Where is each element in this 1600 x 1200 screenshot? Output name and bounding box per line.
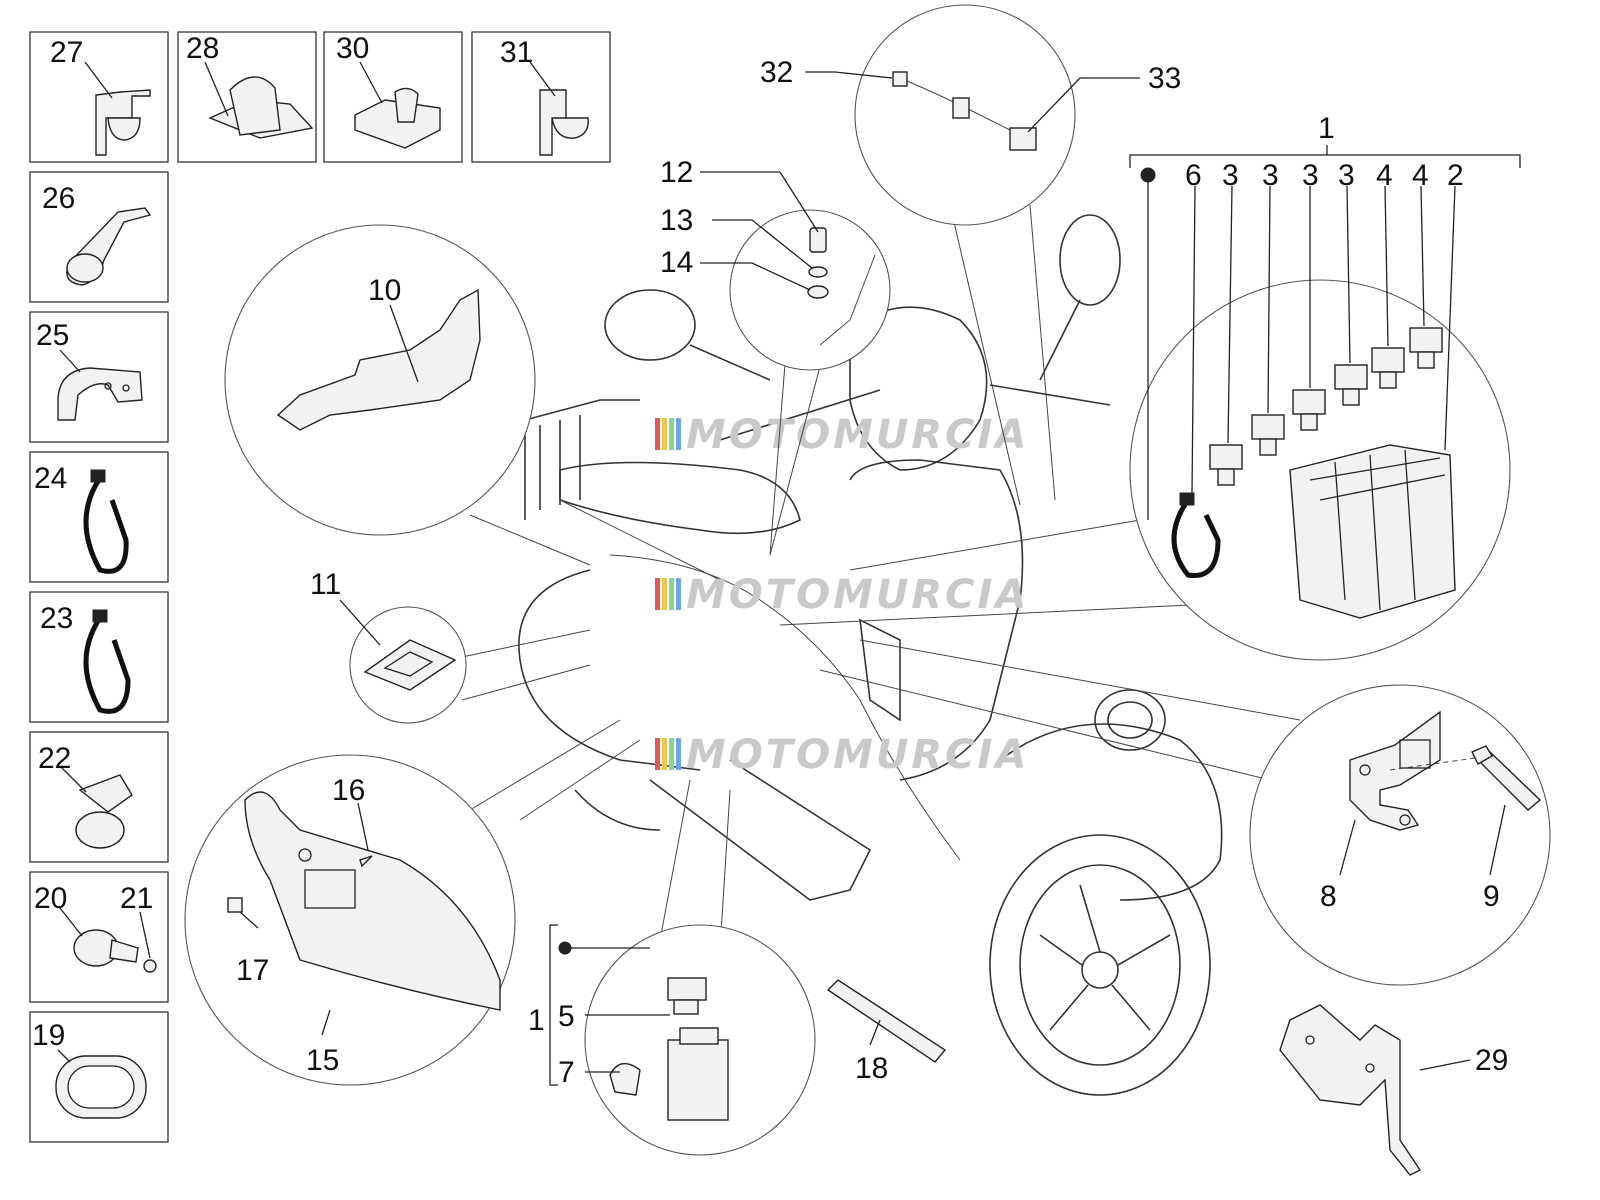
part-box-27[interactable]: 27 xyxy=(29,31,169,163)
callout-8: 8 xyxy=(1320,880,1337,913)
callout-3d: 3 xyxy=(1338,159,1355,192)
callout-15: 15 xyxy=(306,1044,339,1077)
callout-24: 24 xyxy=(34,462,67,495)
callout-13: 13 xyxy=(660,204,693,237)
callout-5: 5 xyxy=(558,1000,575,1033)
part-box-24[interactable]: 24 xyxy=(29,451,169,583)
callout-25: 25 xyxy=(36,319,69,352)
callout-28: 28 xyxy=(186,32,219,65)
callout-1-top: 1 xyxy=(1318,112,1335,145)
detail-circle-fusebox-1-6[interactable]: 1 6 3 3 3 3 4 xyxy=(779,112,1521,661)
callout-32: 32 xyxy=(760,56,793,89)
watermark-text: MOTOMURCIA xyxy=(686,732,1029,778)
callout-17: 17 xyxy=(236,954,269,987)
detail-circle-relay-5-7[interactable]: 1 5 7 xyxy=(528,779,816,1156)
part-box-23[interactable]: 23 xyxy=(29,591,169,723)
detail-circle-cover-15[interactable]: 16 17 15 xyxy=(184,719,641,1086)
callout-26: 26 xyxy=(42,182,75,215)
detail-circle-screw-12-14[interactable]: 12 13 14 xyxy=(660,156,891,556)
callout-20: 20 xyxy=(34,882,67,915)
callout-2: 2 xyxy=(1447,159,1464,192)
callout-14: 14 xyxy=(660,246,693,279)
callout-21: 21 xyxy=(120,882,153,915)
callout-10: 10 xyxy=(368,274,401,307)
callout-22: 22 xyxy=(38,742,71,775)
callout-3b: 3 xyxy=(1262,159,1279,192)
callout-3c: 3 xyxy=(1302,159,1319,192)
detail-circle-bracket-8-9[interactable]: 8 9 xyxy=(819,639,1551,986)
callout-31: 31 xyxy=(500,36,533,69)
callout-29: 29 xyxy=(1475,1044,1508,1077)
callout-19: 19 xyxy=(32,1019,65,1052)
part-box-30[interactable]: 30 xyxy=(323,31,463,163)
part-box-28[interactable]: 28 xyxy=(177,31,317,163)
callout-6: 6 xyxy=(1185,159,1202,192)
watermark-bottom: MOTOMURCIA xyxy=(655,732,1029,778)
callout-4a: 4 xyxy=(1376,159,1393,192)
callout-4b: 4 xyxy=(1412,159,1429,192)
callout-1-bottom: 1 xyxy=(528,1004,545,1037)
part-18-tape[interactable]: 18 xyxy=(826,979,947,1085)
callout-18: 18 xyxy=(855,1052,888,1085)
watermark-middle: MOTOMURCIA xyxy=(655,572,1029,618)
callout-11: 11 xyxy=(310,568,341,601)
detail-circle-grommet-11[interactable]: 11 xyxy=(310,568,591,724)
detail-circle-bracket-10[interactable]: 10 xyxy=(224,224,591,566)
callout-16: 16 xyxy=(332,774,365,807)
part-box-19[interactable]: 19 xyxy=(29,1011,169,1143)
part-box-22[interactable]: 22 xyxy=(29,731,169,863)
callout-7: 7 xyxy=(558,1056,575,1089)
callout-27: 27 xyxy=(50,36,83,69)
watermark-text: MOTOMURCIA xyxy=(686,572,1029,618)
callout-9: 9 xyxy=(1483,880,1500,913)
watermark-text: MOTOMURCIA xyxy=(686,412,1029,458)
part-box-20-21[interactable]: 20 21 xyxy=(29,871,169,1003)
callout-33: 33 xyxy=(1148,62,1181,95)
part-box-31[interactable]: 31 xyxy=(471,31,611,163)
detail-circle-cable-32-33[interactable]: 32 33 xyxy=(760,4,1181,506)
part-box-26[interactable]: 26 xyxy=(29,171,169,303)
callout-30: 30 xyxy=(336,32,369,65)
scooter-outline xyxy=(518,214,1223,1096)
watermark-top: MOTOMURCIA xyxy=(655,412,1029,458)
callout-12: 12 xyxy=(660,156,693,189)
callout-23: 23 xyxy=(40,602,73,635)
callout-3a: 3 xyxy=(1222,159,1239,192)
part-box-25[interactable]: 25 xyxy=(29,311,169,443)
part-29-bracket[interactable]: 29 xyxy=(1279,1004,1508,1176)
